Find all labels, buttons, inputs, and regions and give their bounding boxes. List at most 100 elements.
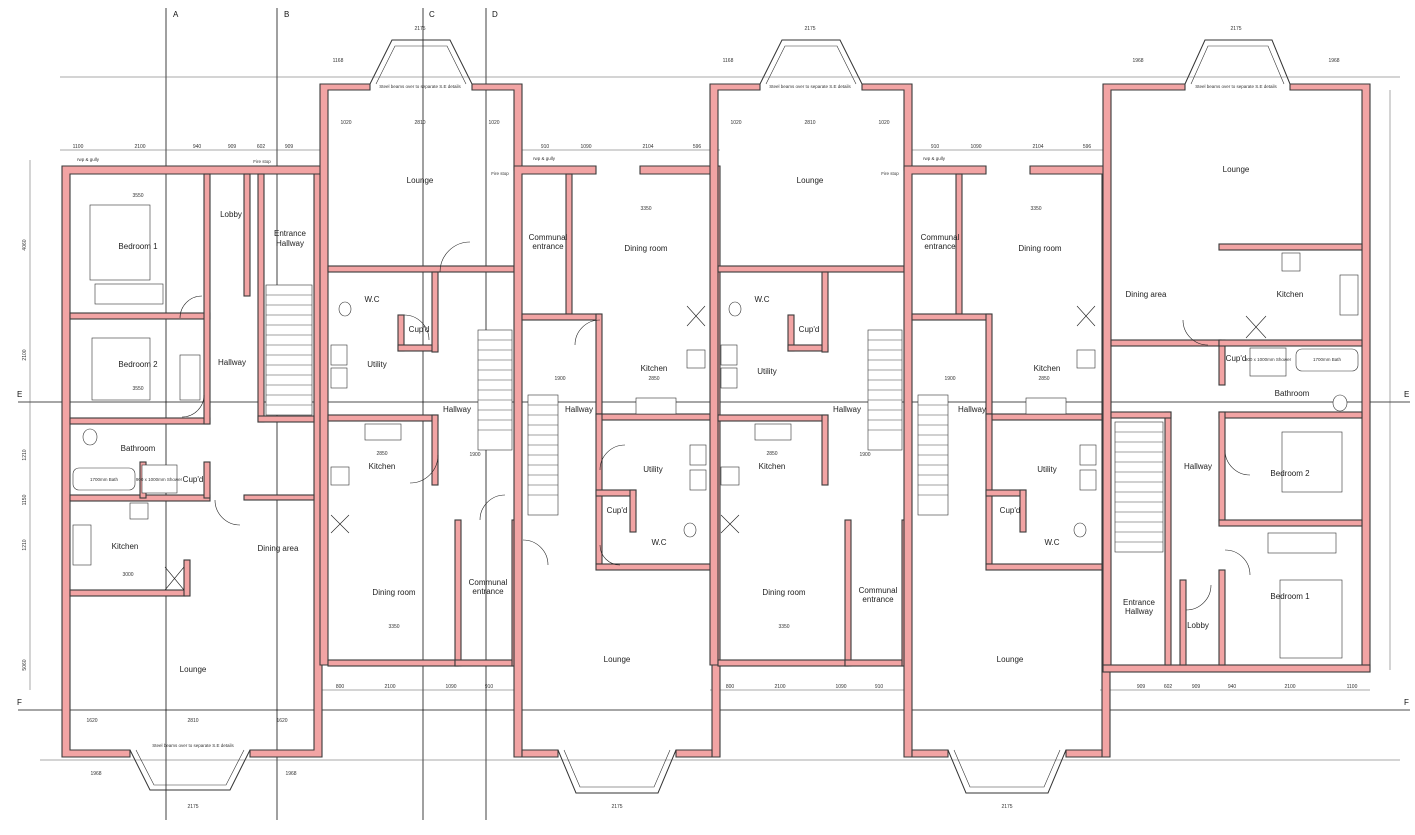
room-label-cupd: Cup'd: [799, 325, 820, 334]
room-label-kitchen: Kitchen: [112, 542, 139, 551]
room-label-kitchen: Kitchen: [1034, 364, 1061, 373]
room-label-lounge: Lounge: [997, 655, 1024, 664]
dim-top-3: 1968: [1328, 58, 1339, 64]
grid-label-a: A: [173, 10, 179, 19]
room-label-communal: Communal: [921, 233, 960, 242]
dim-left-3: 1210: [22, 449, 28, 460]
dim-top-3: 940: [193, 144, 202, 150]
room-label-utility: Utility: [367, 360, 387, 369]
dim-bottom-row-1: 800: [726, 684, 735, 690]
room-label-wc: W.C: [364, 295, 379, 304]
grid-label-c: C: [429, 10, 435, 19]
room-label-kitchen: Kitchen: [1277, 290, 1304, 299]
room-label-utility: Utility: [643, 465, 663, 474]
dim-top-row-1: 910: [541, 144, 550, 150]
shower-icon: [141, 464, 178, 494]
room-label-hallway: Hallway: [565, 405, 593, 414]
dim-dining: 3350: [778, 624, 789, 630]
washer-icon: [720, 344, 738, 366]
dim-bed1-width: 3550: [132, 193, 143, 199]
toilet-icon: [683, 522, 697, 538]
dryer-icon: [330, 367, 348, 389]
dim-lounge-1: 1020: [340, 120, 351, 126]
room-label-hallway: Hallway: [958, 405, 986, 414]
bath-icon: [1295, 348, 1359, 372]
room-label-bedroom1: Bedroom 1: [1270, 592, 1310, 601]
dim-lounge-3: 1620: [276, 718, 287, 724]
dim-top-row-3: 2104: [1032, 144, 1043, 150]
steel-beam-note: Steel beams over to separate S.E details: [379, 84, 461, 89]
room-label-dining: Dining area: [1126, 290, 1167, 299]
dim-bottom-row-3: 1090: [835, 684, 846, 690]
sink-icon: [754, 423, 792, 441]
hob-icon: [686, 349, 706, 369]
room-label-cupd: Cup'd: [183, 475, 204, 484]
room-label-entrance-hallway: Entrance: [1123, 598, 1156, 607]
dim-bottom-1: 1968: [90, 771, 101, 777]
room-label-wc: W.C: [651, 538, 666, 547]
washer-icon: [1079, 444, 1097, 466]
room-label-bedroom1: Bedroom 1: [118, 242, 158, 251]
room-label-bathroom: Bathroom: [1275, 389, 1310, 398]
stairs-flat-a: [477, 329, 559, 516]
dim-top-2: 2100: [134, 144, 145, 150]
room-label-lounge: Lounge: [797, 176, 824, 185]
dryer-icon: [689, 469, 707, 491]
dim-kitchen-width: 3000: [122, 572, 133, 578]
dim-left-4: 1150: [22, 494, 28, 505]
room-label-kitchen: Kitchen: [369, 462, 396, 471]
dim-bottom-row-3: 1090: [445, 684, 456, 690]
room-label-communal-2: entrance: [862, 595, 894, 604]
dim-bottom-row-4: 910: [875, 684, 884, 690]
dim-bottom-row-2: 2100: [774, 684, 785, 690]
dim-kitchen-lower: 2850: [648, 376, 659, 382]
stairs-left-house: [265, 284, 313, 416]
room-label-cupd: Cup'd: [409, 325, 430, 334]
room-label-cupd: Cup'd: [1226, 354, 1247, 363]
door-swings: [179, 241, 1251, 611]
stairs-right-house: [1114, 421, 1164, 553]
room-label-hallway: Hallway: [1184, 462, 1212, 471]
room-label-lounge: Lounge: [407, 176, 434, 185]
dim-left-2: 2100: [22, 349, 28, 360]
dim-top-row-2: 1090: [580, 144, 591, 150]
sink-icon: [72, 524, 92, 566]
toilet-icon: [1332, 394, 1348, 412]
sink-icon: [1025, 397, 1067, 415]
room-label-lounge: Lounge: [1223, 165, 1250, 174]
room-label-utility: Utility: [1037, 465, 1057, 474]
dim-bottom-5: 2100: [1284, 684, 1295, 690]
room-label-entrance-hallway-2: Hallway: [1125, 607, 1153, 616]
washer-icon: [330, 344, 348, 366]
rwp-note: rwp & gully: [533, 156, 556, 161]
dim-kitchen-lower: 2850: [1038, 376, 1049, 382]
grid-label-f-right: F: [1404, 698, 1409, 707]
room-label-hallway: Hallway: [833, 405, 861, 414]
room-label-dining: Dining room: [1018, 244, 1061, 253]
bed-icon: [89, 204, 151, 281]
shower-icon: [1249, 347, 1287, 377]
room-label-lobby: Lobby: [1187, 621, 1209, 630]
room-label-lounge: Lounge: [180, 665, 207, 674]
bath-label: 1700mm Bath: [1313, 357, 1342, 362]
dim-left-1: 4060: [22, 239, 28, 250]
bed-icon: [91, 337, 151, 401]
dimension-chains: [29, 76, 1400, 761]
bed-icon: [1281, 431, 1343, 493]
dryer-icon: [720, 367, 738, 389]
dim-bottom-3: 1968: [285, 771, 296, 777]
room-label-hallway: Hallway: [218, 358, 246, 367]
grid-label-e-left: E: [17, 390, 22, 399]
dim-bay: 2175: [414, 26, 425, 32]
room-label-lobby: Lobby: [220, 210, 242, 219]
dim-lounge-3: 1020: [488, 120, 499, 126]
dim-bay-lower: 2175: [611, 804, 622, 810]
dim-left-6: 5060: [22, 659, 28, 670]
grid-label-d: D: [492, 10, 498, 19]
dim-top-5: 602: [257, 144, 266, 150]
bath-label: 1700mm Bath: [90, 477, 119, 482]
dim-top-row-2: 1090: [970, 144, 981, 150]
dim-bed2-width: 3550: [132, 386, 143, 392]
dim-dining: 3350: [388, 624, 399, 630]
